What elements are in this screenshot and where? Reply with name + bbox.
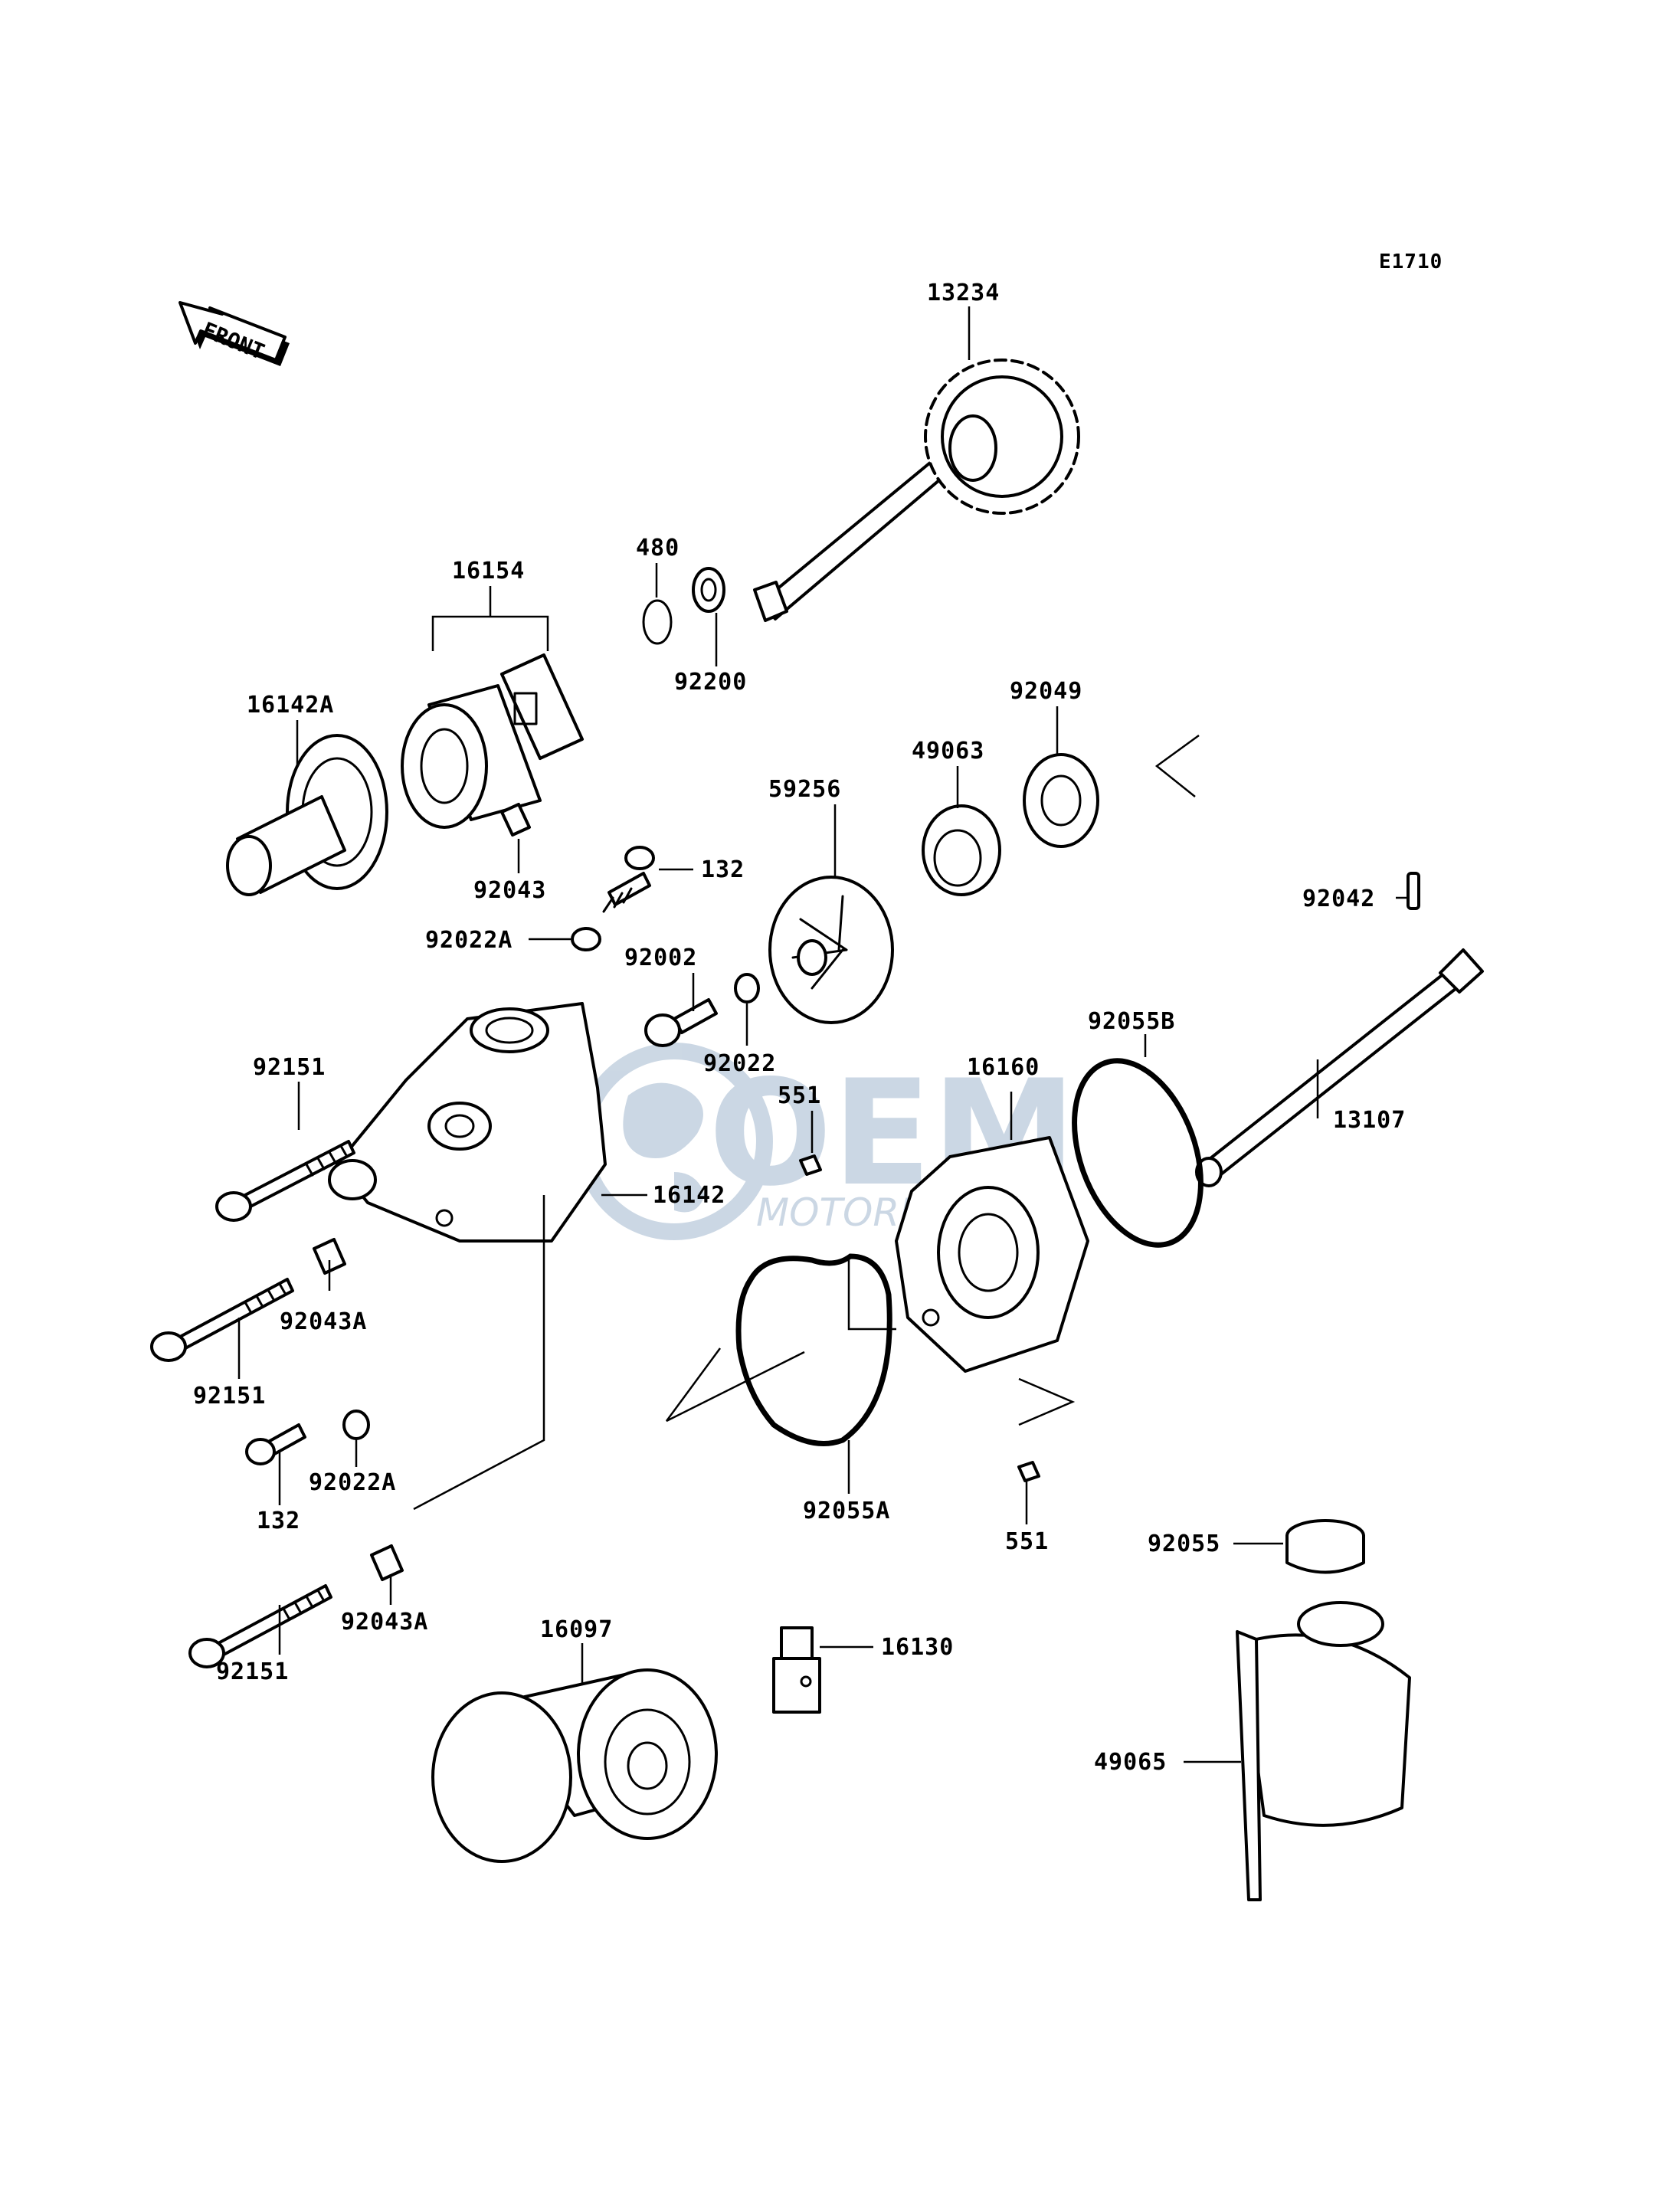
label-92022A-top: 92022A <box>425 927 513 954</box>
bearing-92049 <box>1023 753 1099 848</box>
part-labels: 13234 480 16154 92200 16142A 92049 49063… <box>193 280 1406 1776</box>
dowel-92043A-mid <box>313 1238 346 1275</box>
washer-92022A-top <box>571 927 601 951</box>
diagram-code: E1710 <box>1379 250 1443 273</box>
label-92055A: 92055A <box>803 1498 890 1524</box>
label-16154: 16154 <box>452 558 525 584</box>
shaft-13107 <box>1195 948 1484 1187</box>
bolt-132-bottom <box>245 1423 306 1465</box>
label-551-top: 551 <box>778 1082 821 1109</box>
label-49065: 49065 <box>1094 1749 1167 1776</box>
label-92022: 92022 <box>703 1050 776 1077</box>
gear-shaft-13234 <box>753 359 1080 622</box>
bolt-92151-c <box>188 1584 332 1668</box>
label-16142: 16142 <box>653 1182 725 1209</box>
label-92043A-bottom: 92043A <box>341 1609 428 1635</box>
label-132-bottom: 132 <box>257 1508 300 1534</box>
label-16130: 16130 <box>881 1634 954 1661</box>
label-480: 480 <box>636 535 680 562</box>
dowel-92043A-bot <box>370 1544 404 1581</box>
label-16097: 16097 <box>540 1616 613 1643</box>
dowel-92043 <box>500 803 531 837</box>
front-arrow-icon: FRONT <box>178 301 290 366</box>
bolt-92002 <box>644 998 718 1047</box>
pin-92042 <box>1407 872 1420 910</box>
washer-92200 <box>692 567 725 613</box>
washer-92022A-bottom <box>342 1410 370 1440</box>
label-16160: 16160 <box>967 1054 1040 1081</box>
pump-body-16142 <box>328 1002 607 1243</box>
label-92042: 92042 <box>1302 886 1375 912</box>
label-49063: 49063 <box>912 738 984 765</box>
dowel-551-bottom <box>1017 1461 1040 1482</box>
cover-16160 <box>895 1136 1089 1373</box>
pump-body-16142A <box>226 734 388 896</box>
circlip-480 <box>642 599 673 645</box>
fitting-16130 <box>772 1626 821 1714</box>
bolt-92151-a <box>215 1140 355 1222</box>
washer-92022 <box>734 973 760 1004</box>
dowel-551-top <box>799 1154 822 1176</box>
oring-92055B <box>1072 1058 1204 1248</box>
bolt-132-top <box>602 846 655 913</box>
label-92022A-bottom: 92022A <box>309 1469 396 1496</box>
label-13107: 13107 <box>1333 1107 1406 1134</box>
label-16142A: 16142A <box>247 692 334 719</box>
oil-filter-16097 <box>431 1668 718 1863</box>
leader-lines <box>237 306 1408 1763</box>
rotor-set-16154 <box>401 653 584 829</box>
label-551-bottom: 551 <box>1005 1528 1049 1555</box>
seal-49063 <box>922 804 1001 896</box>
impeller-59256 <box>768 876 894 1024</box>
label-92200: 92200 <box>674 669 747 696</box>
watermark-continents <box>623 1082 705 1213</box>
label-92151-c: 92151 <box>216 1658 289 1685</box>
strainer-49065 <box>1236 1601 1411 1901</box>
label-92049: 92049 <box>1010 678 1082 705</box>
oring-92055A <box>735 1253 892 1446</box>
label-92055: 92055 <box>1148 1531 1220 1557</box>
label-59256: 59256 <box>768 776 841 803</box>
label-92151-a: 92151 <box>253 1054 326 1081</box>
cap-92055 <box>1285 1519 1365 1574</box>
label-92055B: 92055B <box>1088 1008 1175 1035</box>
label-13234: 13234 <box>927 280 1000 306</box>
label-92151-b: 92151 <box>193 1383 266 1410</box>
label-132-top: 132 <box>701 856 745 883</box>
label-92043: 92043 <box>473 877 546 904</box>
bolt-92151-b <box>150 1278 294 1362</box>
label-92043A-mid: 92043A <box>280 1308 367 1335</box>
label-92002: 92002 <box>624 945 697 971</box>
